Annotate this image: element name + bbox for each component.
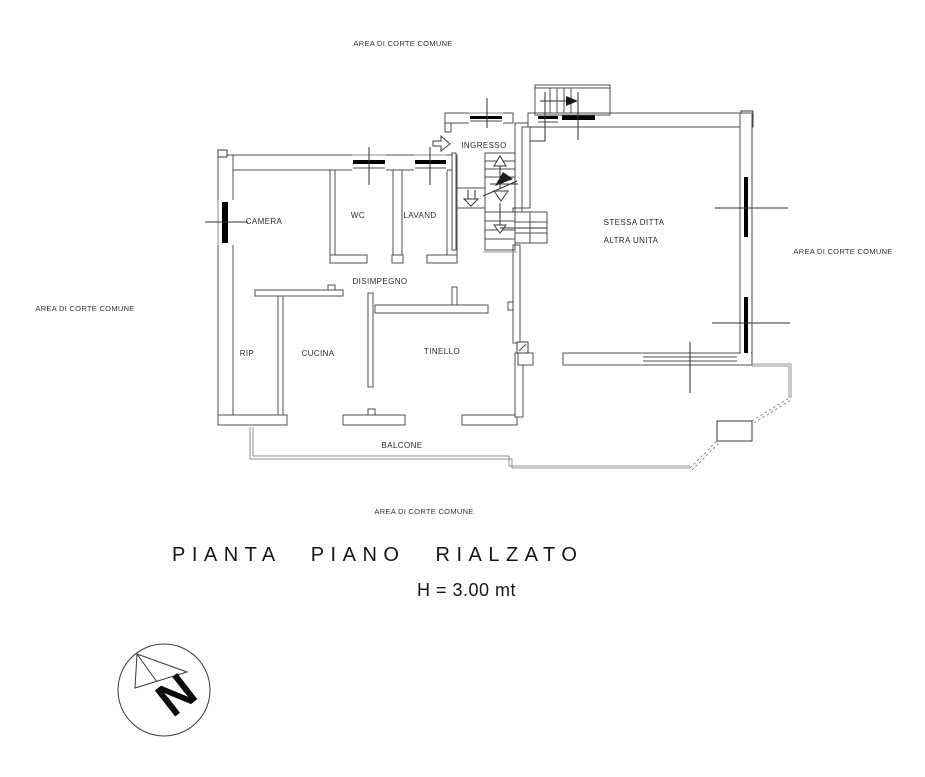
room-label-other-unit-2: ALTRA UNITA bbox=[604, 236, 659, 245]
stairs-down-arrow bbox=[493, 224, 507, 234]
room-label-balcone: BALCONE bbox=[381, 441, 422, 450]
area-label-top: AREA DI CORTE COMUNE bbox=[353, 39, 452, 48]
landing-down-arrow bbox=[462, 198, 480, 207]
stairs-up-arrow bbox=[493, 155, 507, 167]
room-label-tinello: TINELLO bbox=[424, 347, 460, 356]
compass-needle bbox=[134, 653, 189, 689]
staircase bbox=[456, 152, 548, 354]
area-label-bottom: AREA DI CORTE COMUNE bbox=[374, 507, 473, 516]
area-label-left: AREA DI CORTE COMUNE bbox=[35, 304, 134, 313]
external-stair bbox=[534, 84, 611, 116]
stairs-break-mark bbox=[495, 172, 513, 186]
window-other-unit-top bbox=[538, 116, 558, 119]
plan-height-note: H = 3.00 mt bbox=[417, 580, 516, 600]
room-label-wc: WC bbox=[351, 211, 365, 220]
room-label-disimpegno: DISIMPEGNO bbox=[352, 277, 407, 286]
apartment-walls bbox=[217, 112, 518, 426]
compass-letter: N bbox=[147, 664, 207, 727]
centerline-ticks bbox=[205, 92, 790, 393]
room-label-ingresso: INGRESSO bbox=[461, 141, 506, 150]
area-label-right: AREA DI CORTE COMUNE bbox=[793, 247, 892, 256]
window-other-unit-2 bbox=[744, 297, 748, 353]
room-label-cucina: CUCINA bbox=[301, 349, 334, 358]
stairwell-walls bbox=[451, 122, 534, 418]
room-label-lavand: LAVAND bbox=[403, 211, 436, 220]
corner-notch bbox=[217, 149, 228, 158]
window-ingresso bbox=[470, 116, 502, 119]
lift-shaft bbox=[514, 211, 548, 244]
external-stair-arrow bbox=[566, 96, 578, 106]
plan-title: PIANTA PIANO RIALZATO bbox=[172, 544, 583, 566]
window-other-unit-1 bbox=[744, 177, 748, 237]
entry-arrow-icon bbox=[432, 134, 451, 153]
balcony-outline bbox=[249, 363, 792, 471]
room-label-camera: CAMERA bbox=[246, 217, 283, 226]
room-label-rip: RIP bbox=[240, 349, 255, 358]
terrace-step bbox=[716, 420, 753, 442]
north-compass-icon: N bbox=[117, 643, 211, 737]
room-label-other-unit-1: STESSA DITTA bbox=[604, 218, 665, 227]
